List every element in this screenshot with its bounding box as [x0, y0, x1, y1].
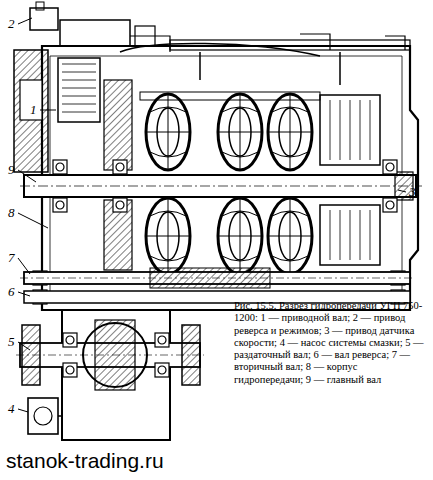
callout-number: 2 [8, 17, 15, 30]
callout-number: 1 [30, 103, 37, 116]
callout-number: 8 [8, 206, 15, 219]
callout-number: 5 [8, 335, 15, 348]
callout-number: 7 [8, 251, 15, 264]
main-shaft [20, 172, 422, 200]
transfer-unit [16, 310, 204, 440]
housing [14, 2, 418, 310]
lower-shafts [20, 268, 414, 303]
figure-caption: Рис. 15.5. Разрез гидропередачи УГП 750-… [234, 300, 426, 386]
torque-converters [140, 92, 380, 274]
callout-number: 6 [8, 285, 15, 298]
callout-number: 9 [8, 163, 15, 176]
callout-number: 4 [8, 402, 15, 415]
callout-number: 3 [409, 185, 416, 198]
watermark: stanok-trading.ru [6, 450, 164, 471]
